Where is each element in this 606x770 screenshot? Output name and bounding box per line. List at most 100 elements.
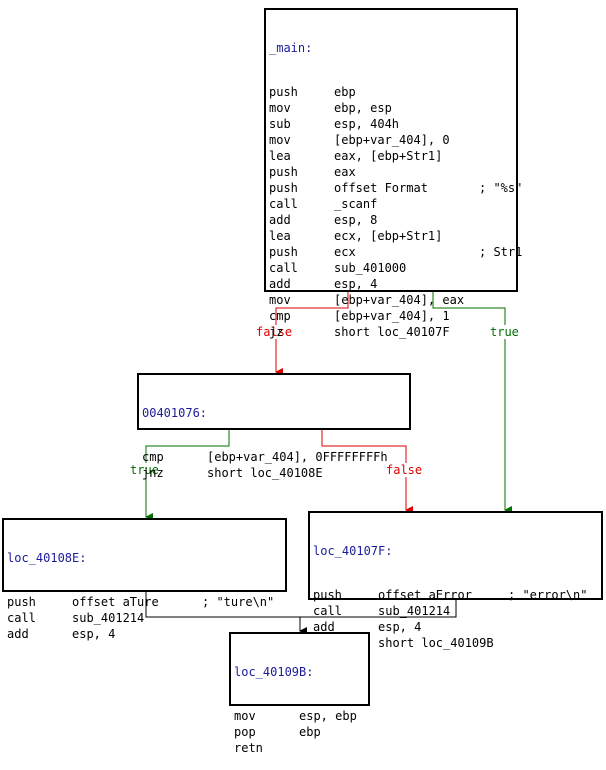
instruction-line: lea eax, [ebp+Str1] (269, 148, 516, 164)
instruction-operands: [ebp+var_404], 0 (334, 133, 450, 147)
block-label-loc-40108E: loc_40108E: (7, 551, 87, 565)
instruction-line: cmp[ebp+var_404], 0FFFFFFFFh (142, 449, 409, 465)
instruction-mnemonic: add (269, 213, 291, 227)
instruction-mnemonic: push (313, 588, 342, 602)
instruction-operands: ebp (299, 725, 321, 739)
instruction-operands: eax, [ebp+Str1] (334, 149, 443, 163)
instruction-operands: eax (334, 165, 356, 179)
instruction-operands: _scanf (334, 197, 378, 211)
instruction-mnemonic: add (269, 277, 291, 291)
instruction-operands: offset aError (378, 588, 472, 602)
instruction-operands: offset Format (334, 181, 428, 195)
edge-b401076-true (145, 430, 230, 521)
instruction-operands: ebp, esp (334, 101, 392, 115)
block-label-loc-40107F: loc_40107F: (313, 544, 393, 558)
instruction-mnemonic: lea (269, 149, 291, 163)
edge-b40107F-to-b40109B (300, 600, 457, 618)
instruction-comment: ; "%s" (479, 181, 523, 195)
instruction-line: add esp, 4 (7, 626, 285, 642)
block-loc-40107F[interactable]: loc_40107F: push offset aError ; "error\n"… (308, 511, 603, 650)
instruction-mnemonic: push (7, 595, 36, 609)
edge-main-false (275, 292, 349, 376)
block-label-loc-40109B: loc_40109B: (234, 665, 314, 679)
instruction-mnemonic: mov (269, 133, 291, 147)
instruction-mnemonic: call (269, 261, 298, 275)
edge-label-main-false: false (255, 325, 294, 339)
instruction-operands: esp, ebp (299, 709, 357, 723)
block-lines: push ebp mov ebp, esp sub esp, 404h mov [ebp+va… (269, 84, 522, 340)
instruction-operands: esp, 404h (334, 117, 400, 131)
instruction-mnemonic: mov (269, 293, 291, 307)
instruction-operands: ecx, [ebp+Str1] (334, 229, 443, 243)
instruction-operands: ebp (334, 85, 356, 99)
instruction-line: lea ecx, [ebp+Str1] (269, 228, 516, 244)
instruction-line: add esp, 4 (269, 276, 516, 292)
instruction-mnemonic: cmp (269, 309, 291, 323)
instruction-operands: offset aTure (72, 595, 159, 609)
instruction-mnemonic: call (7, 611, 36, 625)
instruction-line: mov [ebp+var_404], eax (269, 292, 516, 308)
instruction-operands: short loc_40108E (207, 466, 323, 480)
instruction-mnemonic: add (313, 620, 335, 634)
instruction-line: add esp, 8 (269, 212, 516, 228)
instruction-operands: short loc_40107F (334, 325, 450, 339)
instruction-operands: esp, 4 (378, 620, 422, 634)
edge-label-main-true: true (489, 325, 520, 339)
instruction-line: call _scanf (269, 196, 516, 212)
instruction-line: jz short loc_40107F (269, 324, 516, 340)
instruction-operands: [ebp+var_404], eax (334, 293, 465, 307)
instruction-line: jnz short loc_40108E (142, 465, 409, 481)
edge-label-b401076-true: true (129, 463, 160, 477)
instruction-mnemonic: add (7, 627, 29, 641)
instruction-operands: ecx (334, 245, 356, 259)
instruction-mnemonic: jz (269, 325, 284, 339)
instruction-mnemonic: cmp (142, 450, 164, 464)
instruction-operands: sub_401214 (72, 611, 145, 625)
block-label-main: _main: (269, 41, 313, 55)
instruction-line: push offset Format ; "%s" (269, 180, 522, 196)
instruction-operands: sub_401000 (334, 261, 407, 275)
edge-label-b401076-false: false (385, 463, 424, 477)
instruction-line: add esp, 4 (313, 619, 601, 635)
instruction-mnemonic: push (269, 85, 298, 99)
instruction-line: pop ebp (234, 724, 368, 740)
instruction-mnemonic: jnz (142, 466, 164, 480)
instruction-mnemonic: push (269, 165, 298, 179)
instruction-line: cmp [ebp+var_404], 1 (269, 308, 516, 324)
edge-b401076-false (321, 430, 413, 514)
instruction-line: push offset aError ; "error\n" (313, 587, 601, 603)
instruction-mnemonic: mov (234, 709, 256, 723)
instruction-mnemonic: mov (269, 101, 291, 115)
instruction-mnemonic: call (313, 604, 342, 618)
instruction-comment: ; "error\n" (508, 588, 588, 602)
instruction-line: push eax (269, 164, 516, 180)
instruction-mnemonic: call (269, 197, 298, 211)
instruction-operands: short loc_40109B (378, 636, 494, 650)
instruction-mnemonic: push (269, 181, 298, 195)
instruction-mnemonic: push (269, 245, 298, 259)
instruction-line: mov [ebp+var_404], 0 (269, 132, 516, 148)
instruction-mnemonic: pop (234, 725, 256, 739)
block-label-00401076: 00401076: (142, 406, 208, 420)
control-flow-graph (145, 292, 512, 635)
instruction-operands: esp, 4 (72, 627, 116, 641)
instruction-comment: ; Str1 (479, 245, 523, 259)
instruction-line: mov ebp, esp (269, 100, 516, 116)
instruction-line: push ecx ; Str1 (269, 244, 522, 260)
instruction-line: push ebp (269, 84, 516, 100)
instruction-line: call sub_401000 (269, 260, 516, 276)
instruction-mnemonic: lea (269, 229, 291, 243)
instruction-operands: esp, 4 (334, 277, 378, 291)
instruction-mnemonic: sub (269, 117, 291, 131)
instruction-operands: [ebp+var_404], 1 (334, 309, 450, 323)
instruction-operands: esp, 8 (334, 213, 378, 227)
